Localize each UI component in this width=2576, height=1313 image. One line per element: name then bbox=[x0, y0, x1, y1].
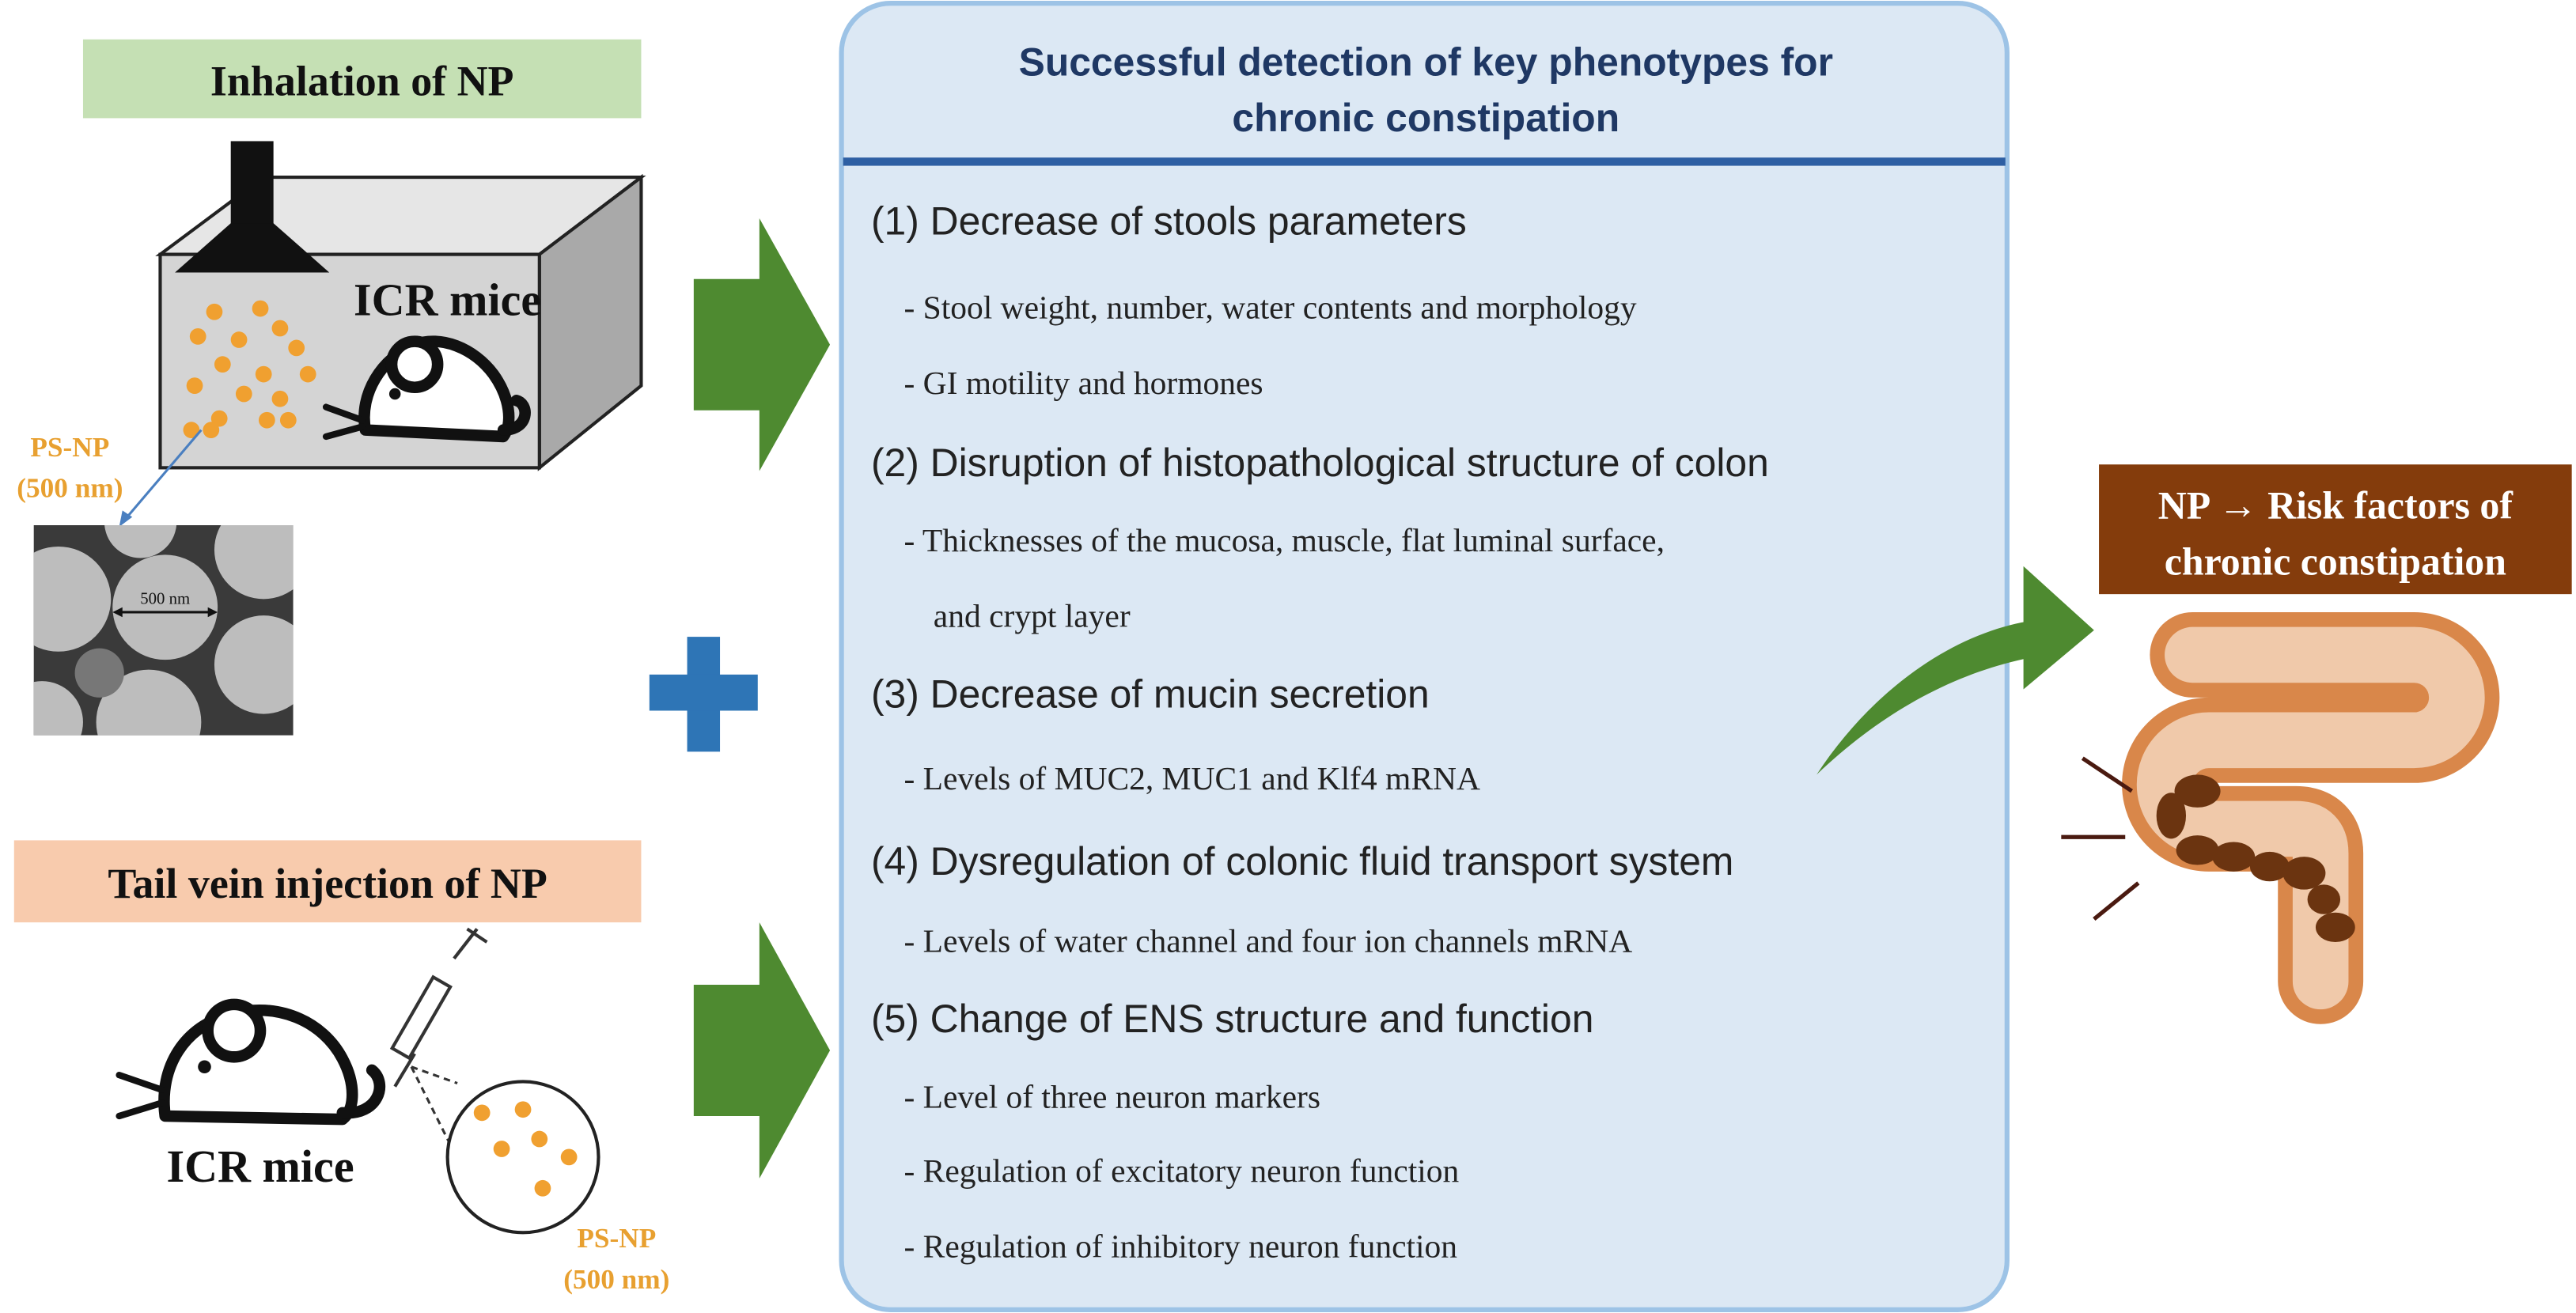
section-item: - Levels of water channel and four ion c… bbox=[903, 922, 1632, 959]
section-item: and crypt layer bbox=[934, 598, 1131, 634]
mouse-icon bbox=[116, 998, 385, 1126]
panel-title-line2: chronic constipation bbox=[1232, 96, 1619, 140]
mouse-eye bbox=[198, 1060, 211, 1074]
inhalation-particle-size: (500 nm) bbox=[17, 473, 123, 504]
outcome-title-line2: chronic constipation bbox=[2165, 539, 2506, 583]
pain-rays-icon bbox=[2061, 756, 2140, 921]
outcome-label-box bbox=[2099, 464, 2572, 595]
arrow-right-icon bbox=[693, 218, 831, 471]
injection-particle-label: PS-NP bbox=[577, 1223, 656, 1254]
mouse-icon bbox=[322, 335, 531, 443]
inhalation-mice-label: ICR mice bbox=[354, 274, 541, 325]
stool-icon bbox=[2156, 774, 2355, 943]
particles-icon bbox=[183, 300, 316, 439]
colon-icon bbox=[2122, 611, 2500, 1024]
syringe-icon bbox=[389, 927, 488, 1088]
mouse-eye bbox=[388, 388, 401, 400]
plus-icon bbox=[649, 637, 758, 752]
panel-divider bbox=[843, 157, 2006, 166]
sem-scale-label: 500 nm bbox=[140, 591, 190, 608]
sem-image bbox=[33, 525, 294, 736]
arrow-right-icon bbox=[693, 922, 831, 1179]
inhalation-label-box bbox=[82, 39, 642, 119]
injection-label: Tail vein injection of NP bbox=[108, 860, 547, 907]
section-item: - Stool weight, number, water contents a… bbox=[903, 289, 1636, 326]
pointer-arrowhead bbox=[119, 510, 133, 528]
section-item: - Level of three neuron markers bbox=[903, 1079, 1320, 1115]
section-item: - Levels of MUC2, MUC1 and Klf4 mRNA bbox=[903, 760, 1480, 797]
section-heading: (2) Disruption of histopathological stru… bbox=[871, 441, 1769, 485]
injection-label-box bbox=[13, 840, 642, 923]
curved-arrow-icon bbox=[1816, 566, 2094, 775]
pointer-line bbox=[124, 429, 203, 520]
section-item: - Thicknesses of the mucosa, muscle, fla… bbox=[903, 522, 1665, 558]
zoom-line bbox=[411, 1065, 458, 1084]
section-item: - GI motility and hormones bbox=[903, 365, 1263, 401]
inhalation-label: Inhalation of NP bbox=[210, 57, 514, 104]
particles-icon bbox=[473, 1101, 578, 1197]
section-heading: (5) Change of ENS structure and function bbox=[871, 997, 1593, 1041]
nebulizer-icon bbox=[175, 141, 330, 273]
injection-particle-size: (500 nm) bbox=[563, 1264, 669, 1295]
section-item: - Regulation of inhibitory neuron functi… bbox=[903, 1228, 1457, 1264]
panel-title-line1: Successful detection of key phenotypes f… bbox=[1019, 40, 1833, 84]
section-heading: (1) Decrease of stools parameters bbox=[871, 199, 1467, 244]
outcome-title-line1: NP → Risk factors of bbox=[2158, 484, 2514, 528]
section-heading: (4) Dysregulation of colonic fluid trans… bbox=[871, 839, 1733, 884]
section-item: - Regulation of excitatory neuron functi… bbox=[903, 1152, 1459, 1189]
inhalation-particle-label: PS-NP bbox=[30, 432, 109, 463]
section-heading: (3) Decrease of mucin secretion bbox=[871, 672, 1430, 716]
injection-mice-label: ICR mice bbox=[166, 1141, 354, 1192]
